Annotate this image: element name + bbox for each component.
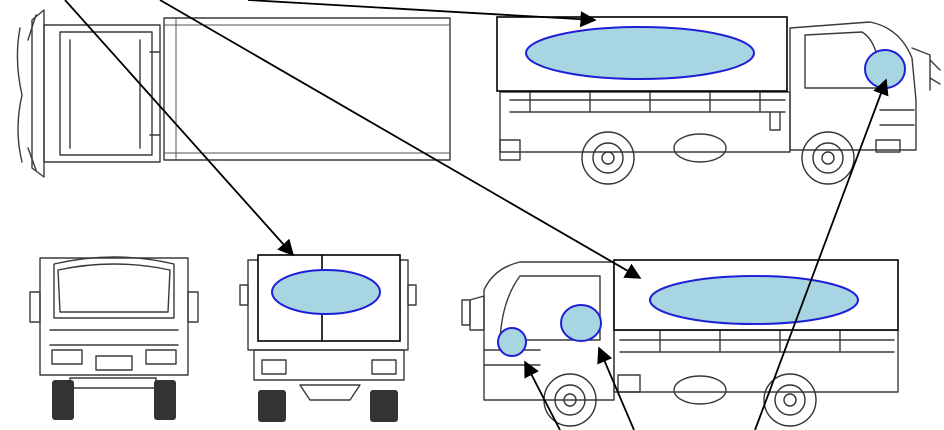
arrow-to-side-upper (247, 0, 597, 28)
marking-ovals (271, 26, 906, 357)
truck-top-view (16, 9, 451, 178)
arrow-to-cab-door-upper (754, 78, 889, 430)
truck-side-view-right (499, 21, 941, 185)
oval-rear (271, 269, 381, 315)
truck-rear-view (239, 259, 417, 422)
oval-cab-front-lower (497, 327, 527, 357)
pointer-arrows (64, 0, 889, 430)
oval-side-upper (525, 26, 755, 80)
arrow-to-side-lower (159, 0, 642, 279)
oval-cab-door-lower (560, 304, 602, 342)
arrow-to-cab-front-lower (524, 360, 561, 430)
arrow-to-cab-door-lower (597, 346, 635, 430)
truck-front-view (29, 256, 199, 420)
oval-side-lower (649, 275, 859, 325)
arrow-to-rear (64, 0, 295, 257)
